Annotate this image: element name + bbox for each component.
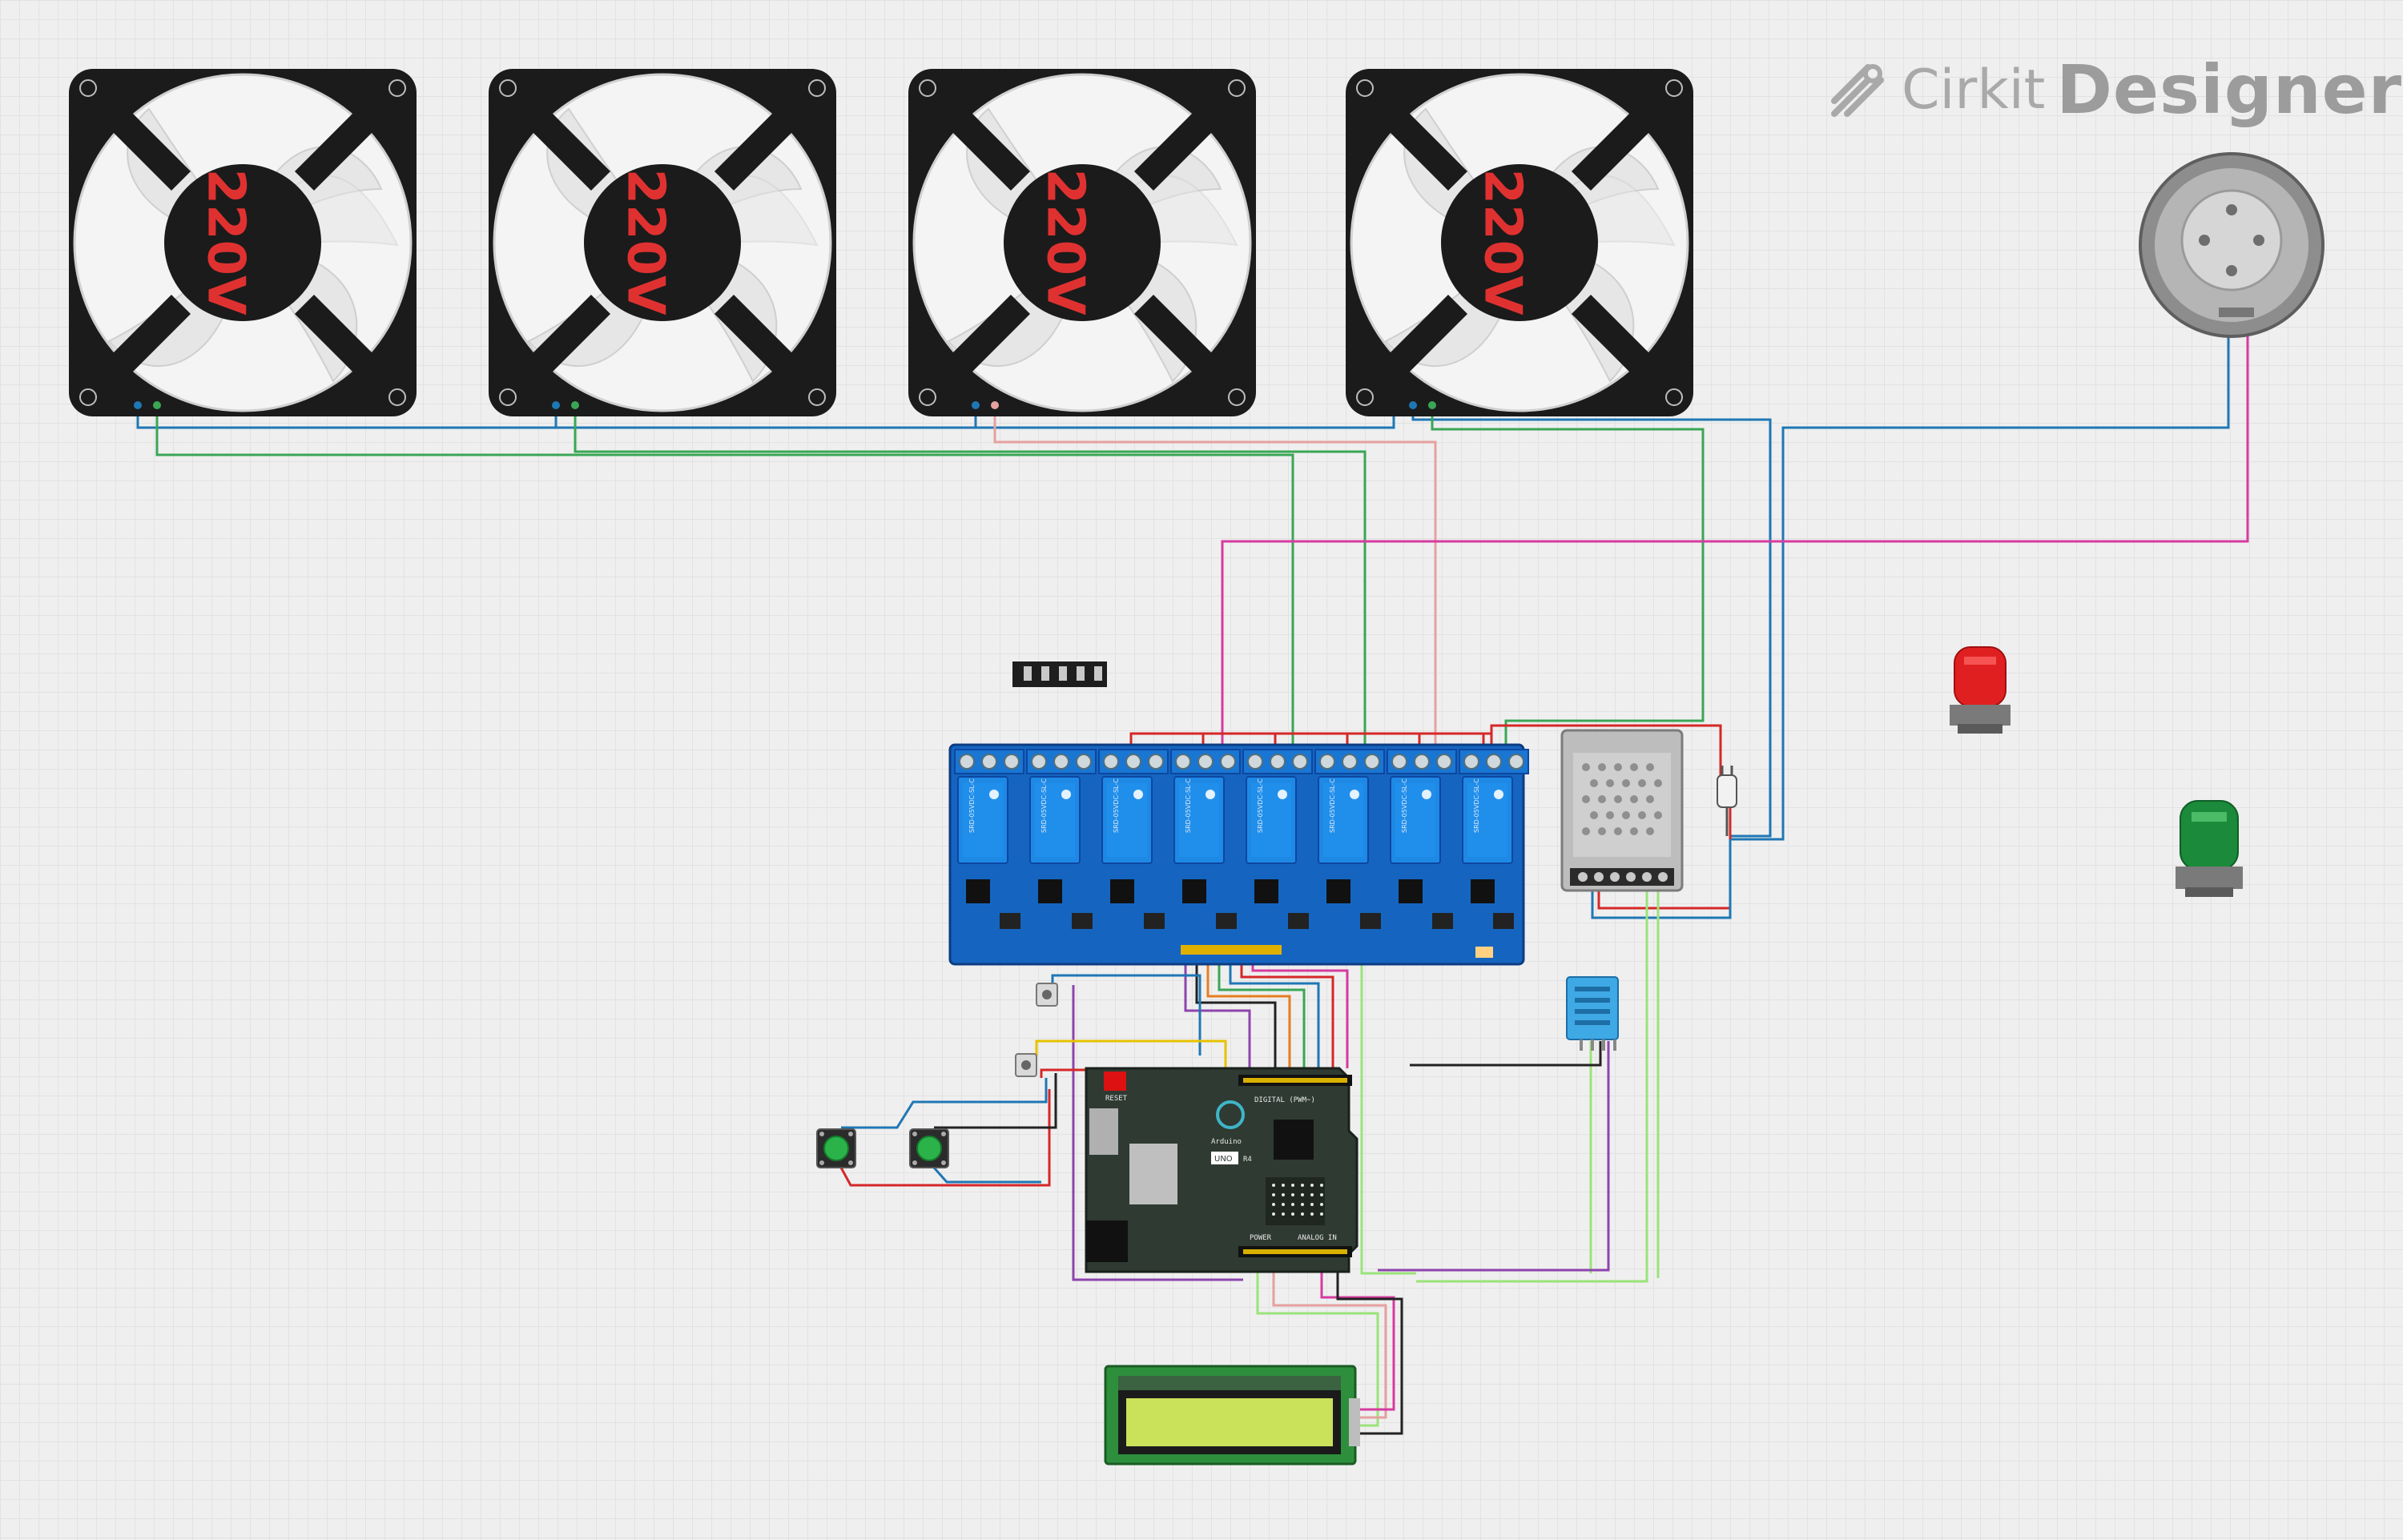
- fan-2-voltage-label: 220V: [615, 168, 674, 316]
- fan-4-terminal: [1409, 401, 1436, 409]
- fan-3[interactable]: 220V: [908, 69, 1256, 416]
- fan-1-terminal: [134, 401, 161, 409]
- brand-product: Designer: [2056, 50, 2403, 129]
- optocoupler-row: [966, 879, 1495, 903]
- fan-1-voltage-label: 220V: [195, 168, 255, 316]
- green-beacon-light[interactable]: [2176, 800, 2243, 897]
- terminal-block-strip[interactable]: [1012, 661, 1107, 687]
- red-beacon-light[interactable]: [1950, 646, 2011, 734]
- microcontroller-chip: [1274, 1120, 1314, 1160]
- wire[interactable]: [1431, 407, 1705, 753]
- reset-label: RESET: [1105, 1095, 1128, 1103]
- cirkit-logo-icon: [1831, 64, 1884, 117]
- arduino-logo-icon: [1216, 1100, 1245, 1129]
- power-supply-unit[interactable]: [1560, 729, 1684, 892]
- wire[interactable]: [1072, 985, 1243, 1281]
- screw-icon: [2199, 204, 2264, 276]
- wire[interactable]: [1272, 1249, 1387, 1419]
- analog-label: ANALOG IN: [1298, 1234, 1337, 1242]
- jumper-icon: [1475, 947, 1493, 958]
- wire[interactable]: [1256, 1249, 1379, 1427]
- wire[interactable]: [574, 407, 1367, 753]
- wire[interactable]: [934, 1073, 1057, 1129]
- wire[interactable]: [1378, 1041, 1610, 1272]
- fan-3-voltage-label: 220V: [1035, 168, 1094, 316]
- horn-speaker[interactable]: [2139, 152, 2325, 338]
- tactile-switch-1[interactable]: [1036, 983, 1058, 1007]
- wire[interactable]: [1730, 312, 2230, 841]
- wire[interactable]: [839, 1089, 1051, 1187]
- wire[interactable]: [136, 407, 1395, 429]
- wifi-module: [1129, 1144, 1177, 1204]
- wire[interactable]: [1410, 1041, 1602, 1067]
- wire[interactable]: [1221, 312, 2249, 753]
- reset-button[interactable]: [1104, 1072, 1126, 1091]
- wire[interactable]: [1035, 1039, 1227, 1068]
- wire[interactable]: [993, 407, 1437, 753]
- tactile-switch-2[interactable]: [1015, 1053, 1037, 1077]
- wire[interactable]: [1195, 945, 1277, 1068]
- wire[interactable]: [1336, 1249, 1403, 1435]
- digital-label: DIGITAL (PWM~): [1254, 1096, 1315, 1104]
- arduino-name: Arduino: [1211, 1138, 1242, 1146]
- power-jack-icon: [1086, 1220, 1128, 1262]
- wire[interactable]: [1320, 1249, 1395, 1411]
- fan-3-terminal: [972, 401, 999, 409]
- vent-holes: [1582, 763, 1662, 835]
- power-label: POWER: [1250, 1234, 1272, 1242]
- fan-4-voltage-label: 220V: [1472, 168, 1532, 316]
- wire[interactable]: [1051, 974, 1202, 1055]
- transistor-row: [1000, 913, 1514, 929]
- arduino-uno-board[interactable]: RESET DIGITAL (PWM~) Arduino UNO R4 POWE…: [1085, 1067, 1358, 1273]
- fan-2-terminal: [552, 401, 579, 409]
- wire[interactable]: [1218, 945, 1306, 1068]
- wire[interactable]: [1416, 891, 1648, 1283]
- relay-input-pins: [1181, 945, 1282, 955]
- push-button-2[interactable]: [909, 1128, 949, 1168]
- fan-2[interactable]: 220V: [489, 69, 836, 416]
- lcd-screen: [1126, 1398, 1333, 1446]
- brand-name: Cirkit: [1902, 58, 2046, 122]
- fan-1[interactable]: 220V: [69, 69, 417, 416]
- wire[interactable]: [1184, 945, 1251, 1068]
- wire[interactable]: [841, 1078, 1048, 1129]
- led-matrix: [1266, 1177, 1325, 1225]
- wire[interactable]: [1129, 732, 1493, 753]
- usb-port-icon: [1089, 1108, 1118, 1155]
- arduino-model: UNO: [1214, 1155, 1233, 1164]
- arduino-variant: R4: [1243, 1156, 1252, 1164]
- brand-logo: Cirkit Designer: [1826, 50, 2402, 130]
- push-button-1[interactable]: [816, 1128, 856, 1168]
- wire[interactable]: [1591, 839, 1732, 919]
- wire[interactable]: [1490, 724, 1722, 801]
- dht-temperature-humidity-sensor[interactable]: [1566, 976, 1619, 1051]
- 8-channel-relay-module[interactable]: [948, 743, 1529, 966]
- fan-4[interactable]: 220V: [1346, 69, 1693, 416]
- lcd-16x2-display[interactable]: [1104, 1365, 1360, 1466]
- wire[interactable]: [932, 1167, 1041, 1184]
- wire[interactable]: [155, 407, 1294, 753]
- wire[interactable]: [1206, 945, 1291, 1068]
- ac-plug-icon[interactable]: [1717, 766, 1737, 836]
